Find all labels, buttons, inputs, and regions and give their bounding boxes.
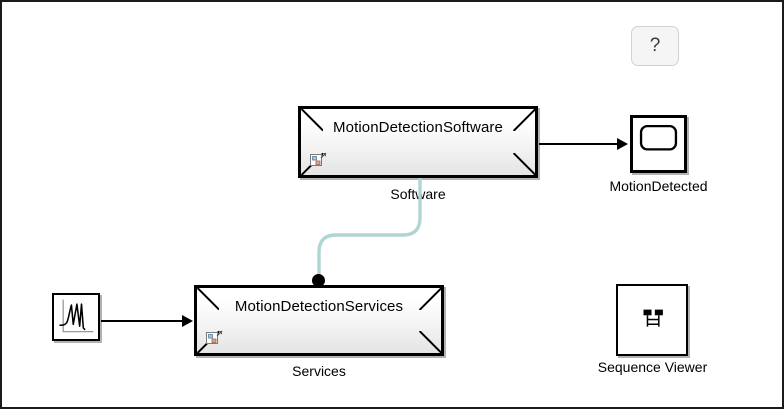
model-reference-icon [206,330,223,344]
scope-icon [639,124,678,151]
block-signal-source[interactable] [52,293,100,341]
corner-mark-bottom-right [419,331,441,353]
wire-software-to-motion-detected [539,143,619,145]
arrow-head-services [182,315,193,327]
block-motion-detected[interactable] [630,115,687,173]
waveform-icon [59,299,94,333]
block-caption-motion-detected: MotionDetected [609,178,708,194]
block-title-services: MotionDetectionServices [234,298,404,315]
question-mark-icon: ? [649,35,661,56]
help-button[interactable]: ? [631,26,679,66]
wire-signal-source-to-services [101,320,184,322]
message-port-dot-services[interactable] [312,274,325,287]
block-title-software: MotionDetectionSoftware [333,119,503,136]
corner-mark-bottom-right [513,153,535,175]
arrow-head-motion-detected [617,138,628,150]
block-caption-software: Software [390,186,446,202]
block-sequence-viewer[interactable] [616,284,688,356]
block-motion-detection-services[interactable]: MotionDetectionServices [194,285,444,356]
sequence-viewer-icon [643,309,663,327]
block-caption-sequence-viewer: Sequence Viewer [597,359,708,375]
block-caption-services: Services [292,363,346,379]
block-motion-detection-software[interactable]: MotionDetectionSoftware [298,106,538,178]
model-reference-icon [310,152,327,166]
